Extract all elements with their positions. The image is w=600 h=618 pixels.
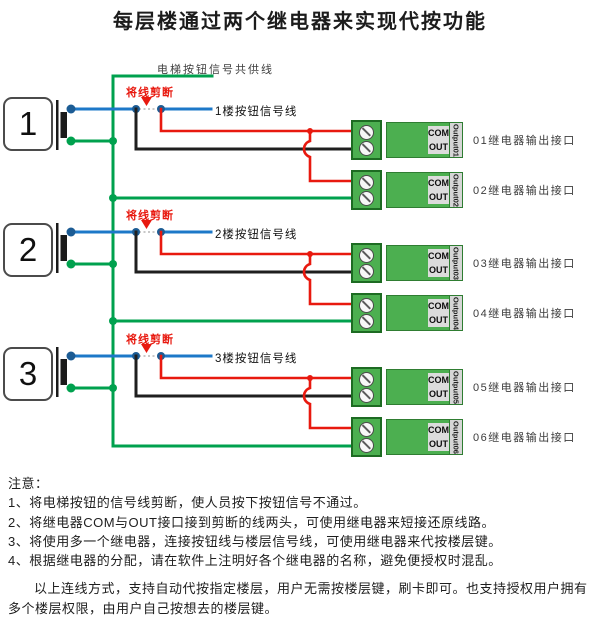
com-terminal-label: COM [428,373,449,387]
relay-output-id: Output01 [449,123,462,157]
floor-signal-label-3: 3楼按钮信号线 [215,353,298,365]
relay-body: COM OUT Output06 [386,419,463,455]
floor-button-1: 1 [3,97,53,151]
relay-output-id: Output02 [449,173,462,207]
relay-output-id: Output05 [449,370,462,404]
screw-terminal-icon [359,437,374,453]
relay-body: COM OUT Output03 [386,245,463,281]
note-item: 2、将继电器COM与OUT接口接到剪断的线两头，可使用继电器来短接还原线路。 [8,514,496,530]
relay-output-id: Output06 [449,420,462,454]
floor-signal-wires [66,104,213,361]
cut-arrow-icon [141,220,152,229]
screw-terminal-icon [359,140,374,156]
green-junction-dots [66,136,117,393]
cut-wire-label-3: 将线剪断 [126,334,174,346]
screw-terminal-icon [359,421,374,437]
terminal-block [351,417,382,457]
common-supply-wire [66,74,353,448]
common-line-label: 电梯按钮信号共供线 [157,64,274,76]
relay-module-02: COM OUT Output02 02继电器输出接口 [351,170,600,210]
cut-wire-label-1: 将线剪断 [126,87,174,99]
terminal-block [351,170,382,210]
relay-module-04: COM OUT Output04 04继电器输出接口 [351,293,600,333]
relay-interface-label: 01继电器输出接口 [473,135,576,147]
com-terminal-label: COM [428,299,449,313]
notes-footer: 以上连线方式，支持自动代按指定楼层，用户无需按楼层键，刷卡即可。也支持授权用户拥… [8,581,588,616]
floor-signal-label-2: 2楼按钮信号线 [215,229,298,241]
cut-arrow-icons [141,97,152,353]
push-button-symbols [56,100,67,397]
out-terminal-label: OUT [428,437,449,451]
out-terminal-label: OUT [428,387,449,401]
out-terminal-label: OUT [428,190,449,204]
out-terminal-label: OUT [428,313,449,327]
com-terminal-label: COM [428,176,449,190]
com-terminal-label: COM [428,249,449,263]
relay-interface-label: 06继电器输出接口 [473,432,576,444]
relay-interface-label: 02继电器输出接口 [473,185,576,197]
page-title: 每层楼通过两个继电器来实现代按功能 [113,11,487,33]
relay-body: COM OUT Output02 [386,172,463,208]
relay-module-06: COM OUT Output06 06继电器输出接口 [351,417,600,457]
relay-body: COM OUT Output04 [386,295,463,331]
relay-body: COM OUT Output05 [386,369,463,405]
relay-interface-label: 03继电器输出接口 [473,258,576,270]
floor-button-2: 2 [3,223,53,277]
com-terminal-label: COM [428,126,449,140]
floor-signal-label-1: 1楼按钮信号线 [215,106,298,118]
screw-terminal-icon [359,247,374,263]
cut-arrow-icon [141,344,152,353]
cut-gap-dashes [139,108,158,357]
notes-section: 注意： 1、将电梯按钮的信号线剪断，使人员按下按钮信号不通过。 2、将继电器CO… [8,474,598,618]
relay-output-id: Output03 [449,246,462,280]
screw-terminal-icon [359,313,374,329]
terminal-block [351,120,382,160]
screw-terminal-icon [359,387,374,403]
terminal-block [351,293,382,333]
out-terminal-label: OUT [428,263,449,277]
proxy-wires [159,107,353,430]
cut-end-dots [66,104,165,361]
screw-terminal-icon [359,297,374,313]
red-junction-dots [307,128,313,381]
screw-terminal-icon [359,371,374,387]
terminal-block [351,243,382,283]
screw-terminal-icon [359,124,374,140]
relay-module-03: COM OUT Output03 03继电器输出接口 [351,243,600,283]
relay-module-01: COM OUT Output01 01继电器输出接口 [351,120,600,160]
screw-terminal-icon [359,190,374,206]
relay-interface-label: 04继电器输出接口 [473,308,576,320]
cut-wire-label-2: 将线剪断 [126,210,174,222]
note-item: 4、根据继电器的分配，请在软件上注明好各个继电器的名称，避免便授权时混乱。 [8,553,502,569]
cut-arrow-icon [141,97,152,106]
relay-output-id: Output04 [449,296,462,330]
out-terminal-label: OUT [428,140,449,154]
screw-terminal-icon [359,263,374,279]
relay-body: COM OUT Output01 [386,122,463,158]
terminal-block [351,367,382,407]
note-item: 3、将使用多一个继电器，连接按钮线与楼层信号线，可使用继电器来代按楼层键。 [8,533,502,549]
floor-button-3: 3 [3,347,53,401]
screw-terminal-icon [359,174,374,190]
note-item: 1、将电梯按钮的信号线剪断，使人员按下按钮信号不通过。 [8,495,367,511]
notes-heading: 注意： [8,476,49,491]
restore-wires [134,107,353,398]
relay-interface-label: 05继电器输出接口 [473,382,576,394]
com-terminal-label: COM [428,423,449,437]
relay-module-05: COM OUT Output05 05继电器输出接口 [351,367,600,407]
